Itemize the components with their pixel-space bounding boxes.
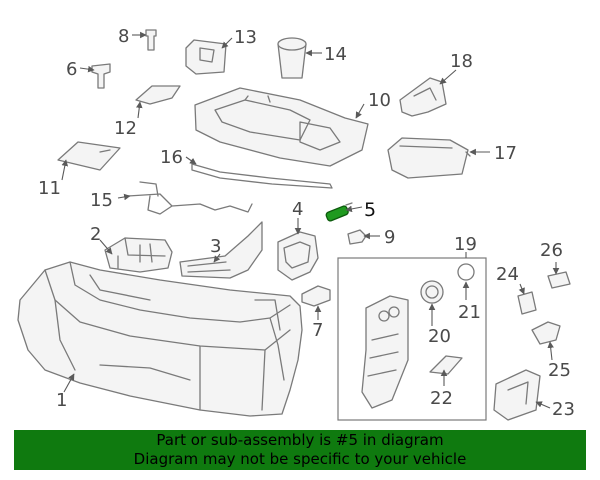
part-23-tray[interactable] <box>493 369 541 421</box>
part-25-bezel[interactable] <box>531 321 561 345</box>
callout-21: 21 <box>458 302 481 323</box>
callout-19: 19 <box>454 234 477 255</box>
part-19-module[interactable] <box>361 295 409 409</box>
part-9-bulb[interactable] <box>347 229 367 245</box>
callout-13: 13 <box>234 27 257 48</box>
part-10-tray[interactable] <box>194 87 369 167</box>
callout-23: 23 <box>552 399 575 420</box>
callout-6: 6 <box>66 59 77 80</box>
callout-16: 16 <box>160 147 183 168</box>
part-15-harness[interactable] <box>127 181 253 215</box>
callout-10: 10 <box>368 90 391 111</box>
callout-1: 1 <box>56 390 67 411</box>
part-6-clip[interactable] <box>91 63 111 89</box>
callout-7: 7 <box>312 320 323 341</box>
part-18-trim[interactable] <box>399 77 447 117</box>
banner-line-2: Diagram may not be specific to your vehi… <box>133 450 467 468</box>
part-1-console-body[interactable] <box>17 261 303 417</box>
part-5-connector[interactable] <box>325 202 353 222</box>
part-17-lid[interactable] <box>387 137 471 179</box>
fitment-banner: Part or sub-assembly is #5 in diagram Di… <box>14 430 586 470</box>
banner-line-1: Part or sub-assembly is #5 in diagram <box>156 431 444 449</box>
callout-numbers: 1 2 3 4 5 6 7 8 9 10 11 12 13 14 15 16 1… <box>38 26 575 420</box>
part-20-outlet[interactable] <box>420 280 444 304</box>
part-7-switch[interactable] <box>301 285 331 307</box>
parts-diagram: 1 2 3 4 5 6 7 8 9 10 11 12 13 14 15 16 1… <box>17 26 575 421</box>
callout-22: 22 <box>430 388 453 409</box>
callout-18: 18 <box>450 51 473 72</box>
callout-11: 11 <box>38 178 61 199</box>
part-12-pad[interactable] <box>135 85 181 105</box>
callout-26: 26 <box>540 240 563 261</box>
callout-2: 2 <box>90 224 101 245</box>
part-13-bracket[interactable] <box>185 39 227 75</box>
part-11-pad[interactable] <box>57 141 121 171</box>
callout-12: 12 <box>114 118 137 139</box>
callout-17: 17 <box>494 143 517 164</box>
part-14-cup[interactable] <box>277 37 307 79</box>
leader-lines <box>61 31 560 409</box>
callout-4: 4 <box>292 199 303 220</box>
callout-20: 20 <box>428 326 451 347</box>
part-8-pin[interactable] <box>145 29 157 51</box>
callout-3: 3 <box>210 236 221 257</box>
part-26-button[interactable] <box>547 271 571 289</box>
part-16-strip[interactable] <box>191 163 333 189</box>
callout-25: 25 <box>548 360 571 381</box>
callout-9: 9 <box>384 227 395 248</box>
callout-14: 14 <box>324 44 347 65</box>
part-3-liner[interactable] <box>179 221 263 279</box>
part-19-group <box>337 257 487 421</box>
callout-24: 24 <box>496 264 519 285</box>
callout-5: 5 <box>364 199 376 221</box>
callout-15: 15 <box>90 190 113 211</box>
callout-8: 8 <box>118 26 129 47</box>
part-4-bezel[interactable] <box>277 231 319 281</box>
part-21-ring[interactable] <box>457 263 475 281</box>
part-2-bracket[interactable] <box>104 237 173 273</box>
part-24-switch[interactable] <box>517 291 537 315</box>
